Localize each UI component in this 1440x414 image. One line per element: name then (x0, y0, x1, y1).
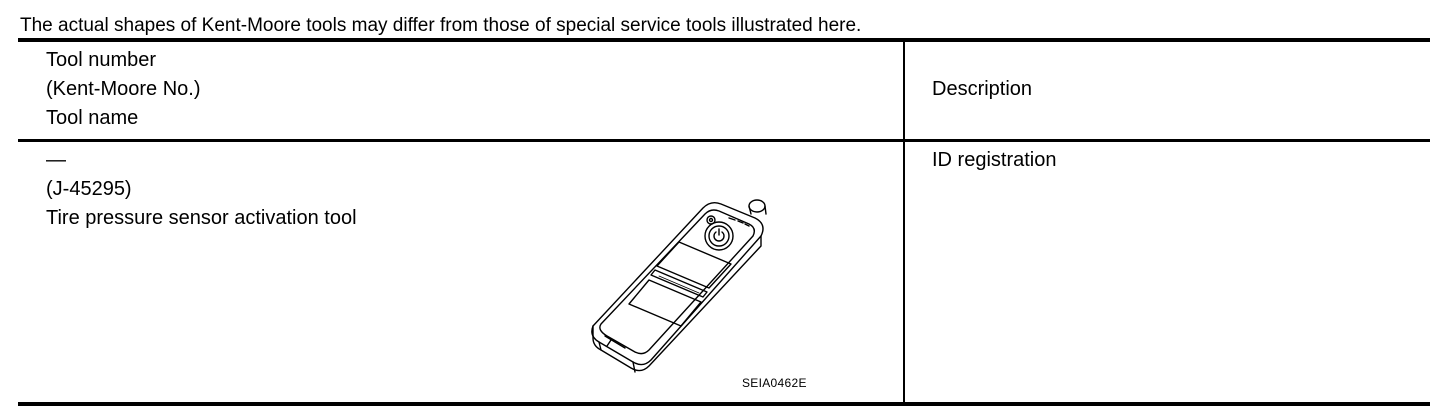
header-bottom-rule (18, 139, 1430, 142)
tool-name: Tire pressure sensor activation tool (46, 207, 357, 229)
header-kent-moore-no: (Kent-Moore No.) (46, 78, 201, 100)
tool-number: — (46, 149, 66, 171)
tire-pressure-sensor-activation-tool-illustration (591, 199, 767, 373)
figure-code: SEIA0462E (742, 376, 807, 390)
table-note: The actual shapes of Kent-Moore tools ma… (20, 15, 862, 36)
header-tool-number: Tool number (46, 49, 157, 71)
header-tool-name: Tool name (46, 107, 139, 129)
table-row: — (J-45295) Tire pressure sensor activat… (46, 146, 357, 233)
kent-moore-number: (J-45295) (46, 178, 132, 200)
row-description: ID registration (932, 149, 1057, 171)
column-divider (903, 40, 905, 404)
header-description: Description (932, 78, 1033, 100)
header-tool-column: Tool number (Kent-Moore No.) Tool name (46, 46, 201, 133)
table-top-rule (18, 38, 1430, 42)
table-bottom-rule (18, 402, 1430, 406)
